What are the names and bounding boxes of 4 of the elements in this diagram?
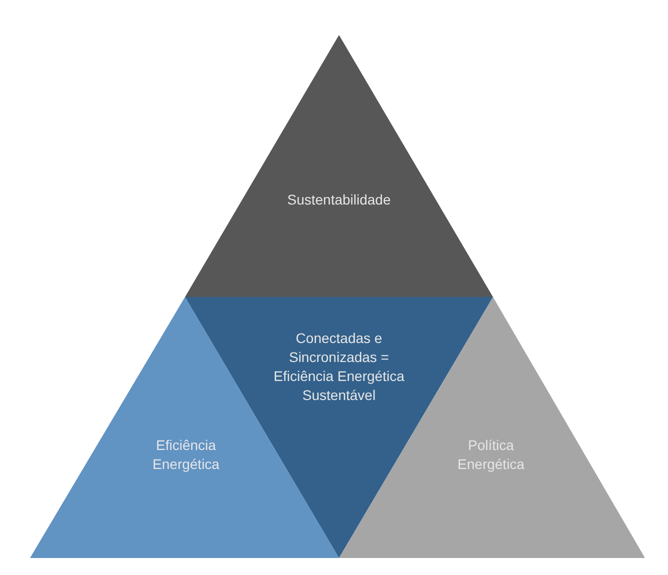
segment-label: Sustentabilidade (286, 190, 392, 210)
segment-label: Eficiência Energética (152, 436, 220, 474)
segment-label: Conectadas e Sincronizadas = Eficiência Energética Sustentável (272, 329, 406, 405)
segment-label: Política Energética (456, 436, 526, 474)
